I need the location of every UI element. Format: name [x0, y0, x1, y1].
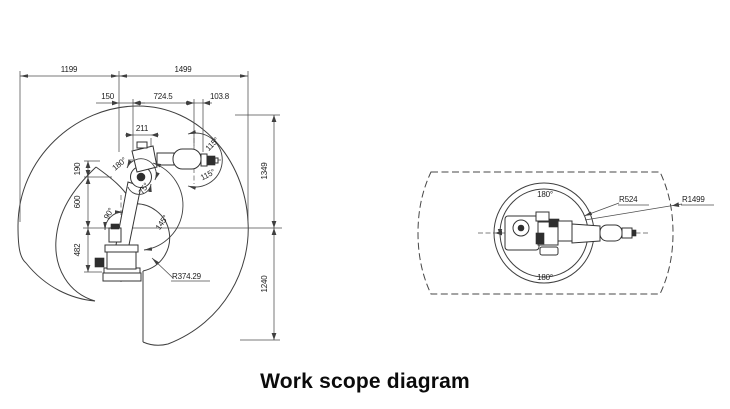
dim-482-label: 482 [73, 243, 82, 256]
work-envelope-crescent [55, 166, 97, 302]
angle-180-label: 180° [110, 156, 128, 173]
angle-180-bottom-label: 180° [537, 273, 553, 282]
dim-1499-label: 1499 [175, 65, 193, 74]
diagram-title: Work scope diagram [260, 370, 470, 393]
robot-top-view [504, 211, 637, 256]
radius-leaders [583, 202, 714, 221]
work-envelope-outer [17, 105, 249, 346]
angle-90-label: 90° [102, 207, 116, 221]
radius-1499-label: R1499 [682, 195, 705, 204]
joint-motion-arcs [103, 130, 223, 251]
dim-724-5-label: 724.5 [153, 92, 173, 101]
radius-524-label: R524 [619, 195, 638, 204]
dim-1199-label: 1199 [61, 65, 78, 74]
dim-1349-label: 1349 [260, 162, 269, 180]
dim-211-label: 211 [136, 124, 149, 133]
dimension-arrows [85, 100, 277, 340]
angle-180-top-label: 180° [537, 190, 553, 199]
dimension-lines [20, 74, 275, 340]
robot-side-view [94, 138, 221, 282]
angle-145-label: 145° [154, 214, 170, 232]
top-view-diagram: 180° 180° R524 R1499 [417, 171, 714, 295]
extension-lines [19, 71, 282, 341]
side-view-diagram: 1199 1499 150 724.5 103.8 211 190 600 48… [17, 65, 282, 346]
min-reach-arc [131, 203, 171, 272]
dim-600-label: 600 [73, 195, 82, 208]
dim-190-label: 190 [73, 162, 82, 175]
top-view-sweep-outline [417, 171, 674, 295]
dim-1240-label: 1240 [260, 275, 269, 293]
dim-103-8-label: 103.8 [210, 92, 230, 101]
dim-150-label: 150 [101, 92, 114, 101]
work-scope-diagram: 1199 1499 150 724.5 103.8 211 190 600 48… [17, 65, 714, 346]
angle-115-upper-label: 115° [204, 136, 221, 153]
radius-min-reach-label: R374.29 [172, 272, 202, 281]
